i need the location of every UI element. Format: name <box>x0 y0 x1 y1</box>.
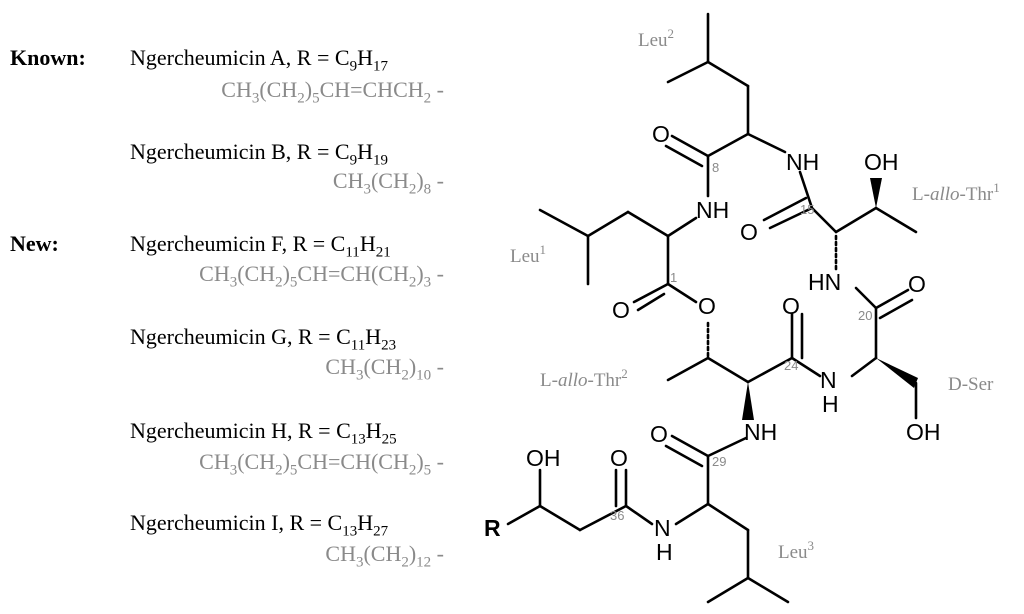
atom-oh-ser: OH <box>906 419 941 445</box>
atom-o-20: O <box>908 271 926 297</box>
known-group-label: Known: <box>10 45 86 70</box>
atom-o-29: O <box>650 421 668 447</box>
atom-o-24: O <box>782 293 800 319</box>
atom-o-1: O <box>612 297 630 323</box>
atom-o-36: O <box>610 445 628 471</box>
locant-20: 20 <box>858 308 872 323</box>
atom-h-24: H <box>822 391 839 417</box>
atom-o-ester: O <box>698 293 716 319</box>
atom-nh-leu1: NH <box>696 197 729 223</box>
compound-formula-h: CH3(CH2)5CH=CH(CH2)5 - <box>199 449 444 479</box>
atom-nh-top: NH <box>786 149 819 175</box>
atom-r-group: R <box>484 515 501 541</box>
compound-formula-b: CH3(CH2)8 - <box>332 168 444 198</box>
atom-o-15: O <box>740 219 758 245</box>
locant-36: 36 <box>610 508 624 523</box>
residue-leu1: Leu1 <box>510 242 546 267</box>
compound-name-b: Ngercheumicin B, R = C9H19 <box>130 139 388 169</box>
residue-thr1: L-allo-Thr1 <box>912 180 1000 205</box>
bond-lines <box>506 12 918 604</box>
compound-name-h: Ngercheumicin H, R = C13H25 <box>130 418 397 448</box>
atom-oh-thr1: OH <box>864 149 899 175</box>
atom-o-top: O <box>652 121 670 147</box>
residue-dser: D-Ser <box>948 374 994 395</box>
locant-1: 1 <box>670 270 677 285</box>
atom-oh-side: OH <box>526 445 561 471</box>
residue-thr2: L-allo-Thr2 <box>540 366 628 391</box>
atom-nh-29: NH <box>744 419 777 445</box>
locant-29: 29 <box>712 454 726 469</box>
compound-name-g: Ngercheumicin G, R = C11H23 <box>130 324 397 354</box>
compound-formula-i: CH3(CH2)12 - <box>325 541 444 571</box>
locant-15: 15 <box>800 202 814 217</box>
atom-hn-thr1: HN <box>808 269 841 295</box>
compound-formula-a: CH3(CH2)5CH=CHCH2 - <box>221 77 444 107</box>
residue-leu3: Leu3 <box>778 538 814 563</box>
atom-n-24: N <box>820 367 837 393</box>
compound-name-a: Ngercheumicin A, R = C9H17 <box>130 45 388 75</box>
atom-n-36: N <box>654 515 671 541</box>
locant-24: 24 <box>784 358 798 373</box>
atom-h-36: H <box>656 539 673 565</box>
locant-8: 8 <box>712 160 719 175</box>
compound-name-f: Ngercheumicin F, R = C11H21 <box>130 231 391 261</box>
compound-name-i: Ngercheumicin I, R = C13H27 <box>130 510 389 540</box>
compound-formula-f: CH3(CH2)5CH=CH(CH2)3 - <box>199 261 444 291</box>
new-group-label: New: <box>10 231 59 256</box>
residue-leu2: Leu2 <box>638 26 674 51</box>
compound-formula-g: CH3(CH2)10 - <box>325 354 444 384</box>
